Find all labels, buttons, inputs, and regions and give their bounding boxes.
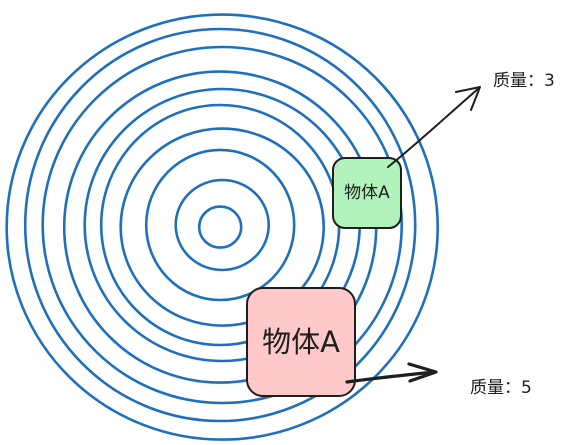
ring <box>41 45 404 405</box>
small-object-arrow <box>387 86 481 168</box>
ring <box>174 178 271 272</box>
small-object-mass-label: 质量：3 <box>493 71 555 91</box>
small-object-label: 物体A <box>344 183 390 203</box>
small-object-box[interactable] <box>332 157 402 229</box>
ring <box>23 27 417 423</box>
ring <box>197 205 243 249</box>
large-object-box[interactable] <box>246 287 356 397</box>
ring <box>144 148 296 302</box>
ring <box>119 127 326 327</box>
large-object-label: 物体A <box>262 325 340 359</box>
ring <box>5 13 440 441</box>
large-object-mass-label: 质量：5 <box>470 378 532 398</box>
large-object-arrow <box>345 362 438 384</box>
